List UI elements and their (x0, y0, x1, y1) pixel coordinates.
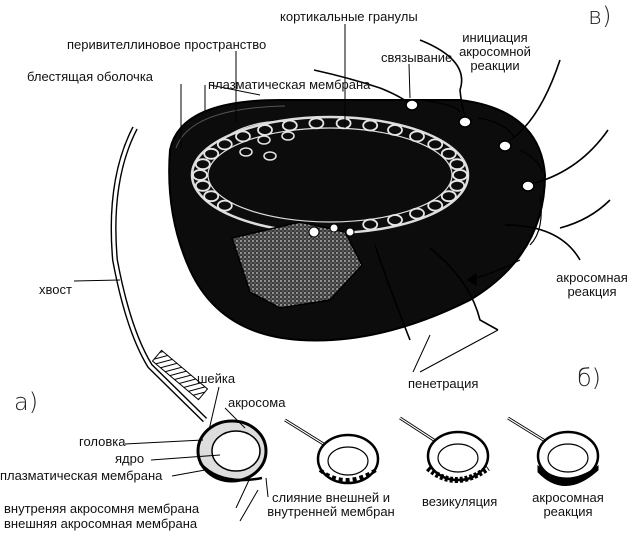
cortical-granule (442, 149, 456, 159)
stage-fusion (285, 420, 378, 483)
cortical-granule (309, 118, 323, 128)
cortical-granule (193, 170, 207, 180)
label-perivitelline-space: перивителлиновое пространство (67, 38, 266, 52)
label-acrosome-initiation-line-1: инициация (440, 31, 550, 45)
label-cortical-granules: кортикальные гранулы (280, 10, 418, 24)
label-head: головка (79, 435, 125, 449)
cortical-granule (264, 152, 276, 160)
label-acrosome-reaction-bottom-line-2: реакция (528, 505, 608, 519)
cortical-granule (388, 215, 402, 225)
stage-acrosome-reaction (508, 418, 598, 486)
cortical-granule (450, 159, 464, 169)
label-plasma-membrane-sperm: плазматическая мембрана (0, 469, 162, 483)
cortical-granule (363, 121, 377, 131)
label-penetration: пенетрация (408, 377, 478, 391)
label-acrosome-initiation: инициация акросомной реакции (440, 31, 550, 73)
label-nucleus: ядро (115, 452, 144, 466)
label-zona-pellucida: блестящая оболочка (27, 70, 153, 84)
panel-label-b: б) (577, 366, 601, 390)
label-acrosome-initiation-line-2: акросомной (440, 45, 550, 59)
label-acrosome-initiation-line-3: реакции (440, 59, 550, 73)
cortical-granule (442, 191, 456, 201)
cortical-granule (283, 121, 297, 131)
cortical-granule (196, 181, 210, 191)
label-acrosome-reaction-bottom: акросомная реакция (528, 491, 608, 519)
cortical-granule (410, 209, 424, 219)
cortical-granule (388, 125, 402, 135)
cortical-granule (450, 181, 464, 191)
label-inner-acrosomal-membrane: внутреняя акросомня мембрана (4, 502, 199, 516)
cortical-granule (363, 220, 377, 230)
cortical-granule (240, 148, 252, 156)
label-fusion-line-1: слияние внешней и (266, 491, 396, 505)
label-acrosome-reaction-right-line-2: реакция (552, 285, 632, 299)
cortical-granule (337, 118, 351, 128)
cortical-granule (218, 139, 232, 149)
cortical-granule (218, 201, 232, 211)
label-outer-acrosomal-membrane: внешняя акросомная мембрана (4, 517, 197, 531)
label-acrosome-reaction-right: акросомная реакция (552, 271, 632, 299)
label-fusion: слияние внешней и внутренней мембран (266, 491, 396, 519)
cortical-granule (453, 170, 467, 180)
stage-vesiculation (400, 418, 488, 480)
cortical-granule (236, 131, 250, 141)
label-vesiculation: везикуляция (422, 495, 497, 509)
label-neck: шейка (197, 372, 235, 386)
cortical-granule (204, 191, 218, 201)
label-acrosome-reaction-right-line-1: акросомная (552, 271, 632, 285)
cortical-granule (282, 132, 294, 140)
cortical-granule (410, 131, 424, 141)
cortical-granule (204, 149, 218, 159)
label-plasma-membrane-egg: плазматическая мембрана (208, 78, 370, 92)
label-fusion-line-2: внутренней мембран (266, 505, 396, 519)
panel-label-v: в) (588, 4, 611, 28)
label-acrosome-reaction-bottom-line-1: акросомная (528, 491, 608, 505)
cortical-granule (428, 139, 442, 149)
egg-hemisphere (169, 100, 545, 341)
cortical-granule (258, 136, 270, 144)
cortical-granule (428, 201, 442, 211)
panel-label-a: а) (14, 390, 38, 414)
label-tail: хвост (39, 283, 72, 297)
cortical-granule (258, 125, 272, 135)
label-acrosome: акросома (228, 396, 285, 410)
cortical-granule (196, 159, 210, 169)
